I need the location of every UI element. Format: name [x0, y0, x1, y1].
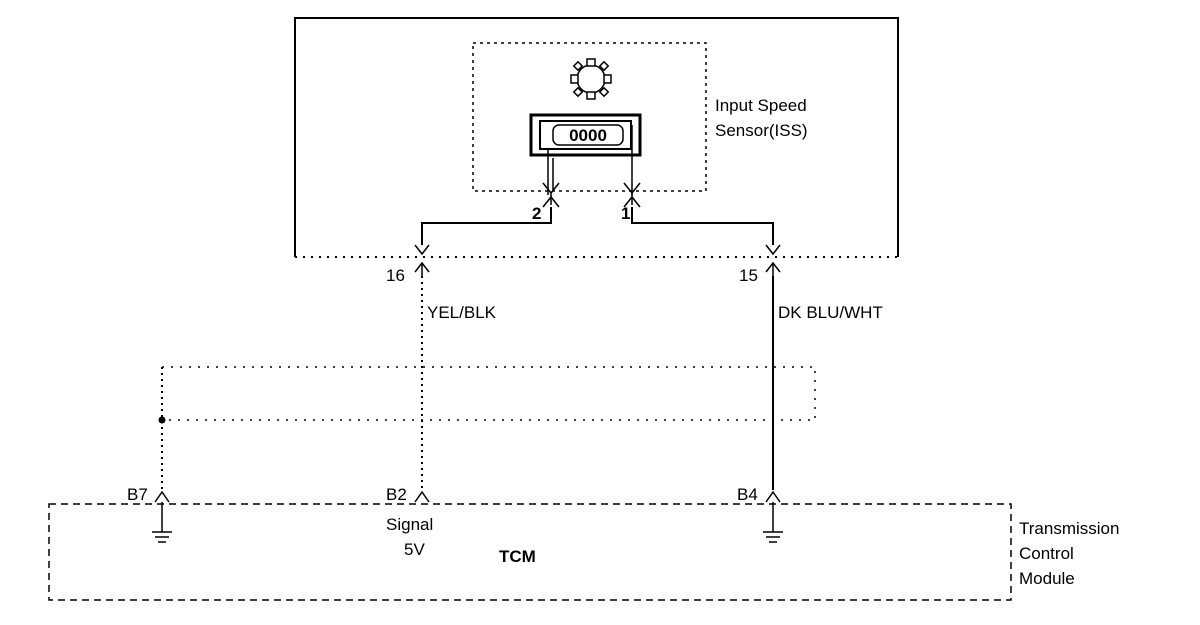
harness-pin-15-label: 15: [739, 266, 758, 285]
wire-yel-blk-label: YEL/BLK: [427, 303, 497, 322]
tcm-pin-b4-connector: [765, 490, 781, 503]
sensor-enclosure: [294, 17, 899, 257]
sensor-name-line1: Input Speed: [715, 96, 807, 115]
sensor-pin-1-label: 1: [621, 204, 630, 223]
tcm-box: [48, 503, 1012, 601]
tcm-pin-b2-connector: [414, 490, 430, 503]
tcm-pin-b7-connector: [154, 490, 170, 503]
internal-wire-left: [421, 207, 552, 245]
ground-symbol-b4: [763, 502, 783, 543]
sensor-coil: [529, 113, 642, 157]
ground-symbol-b7: [152, 502, 172, 543]
module-name-line1: Transmission: [1019, 519, 1119, 538]
sensor-component-box: [472, 42, 707, 192]
tcm-pin-b2-label: B2: [386, 485, 407, 504]
tcm-signal-label: Signal: [386, 515, 433, 534]
shield-splice-dot: [158, 416, 166, 424]
tcm-signal-voltage-label: 5V: [404, 540, 425, 559]
coil-windings-text: 0000: [569, 126, 607, 145]
tcm-label: TCM: [499, 547, 536, 566]
harness-pin-15-connector: [765, 244, 781, 276]
module-name-line3: Module: [1019, 569, 1075, 588]
shield-drain-outline: [162, 366, 816, 421]
wire-dk-blu-wht-label: DK BLU/WHT: [778, 303, 883, 322]
sensor-pin-2-label: 2: [532, 204, 541, 223]
tcm-pin-b7-label: B7: [127, 485, 148, 504]
gear-icon: [570, 58, 612, 100]
sensor-pin-2-connector: [542, 182, 560, 208]
internal-wire-right: [631, 207, 774, 245]
tcm-pin-b4-label: B4: [737, 485, 758, 504]
module-name-line2: Control: [1019, 544, 1074, 563]
harness-pin-16-connector: [414, 244, 430, 276]
harness-pin-16-label: 16: [386, 266, 405, 285]
sensor-name-line2: Sensor(ISS): [715, 121, 808, 140]
sensor-pin-1-connector: [623, 182, 641, 208]
